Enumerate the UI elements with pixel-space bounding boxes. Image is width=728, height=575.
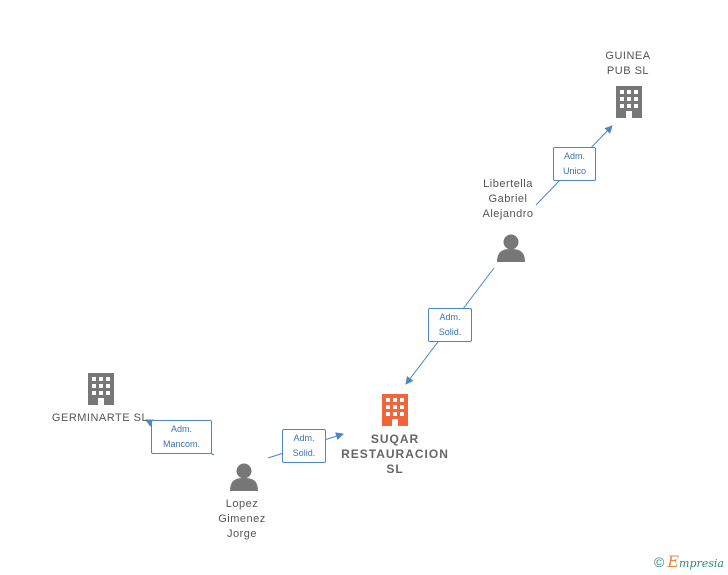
company-label-suqar[interactable]: SUQAR RESTAURACION SL <box>335 432 455 477</box>
relation-line: Mancom. <box>162 439 200 449</box>
label-line: Lopez <box>225 498 259 510</box>
company-label-guinea[interactable]: GUINEA PUB SL <box>588 49 668 79</box>
relation-line: Solid. <box>438 327 462 337</box>
label-line: GERMINARTE SL <box>51 412 149 424</box>
relation-label-adm-mancom[interactable]: Adm. Mancom. <box>151 420 212 454</box>
label-line: Jorge <box>226 528 258 540</box>
relation-line: Adm. <box>563 151 585 161</box>
person-icon[interactable] <box>497 234 525 263</box>
building-icon[interactable] <box>616 86 642 118</box>
building-icon[interactable] <box>88 373 114 405</box>
relation-label-adm-unico[interactable]: Adm. Unico <box>553 147 596 181</box>
label-line: RESTAURACION <box>341 447 449 461</box>
label-line: GUINEA <box>605 50 651 62</box>
label-line: Libertella <box>483 178 533 190</box>
copyright-icon: © <box>654 554 665 570</box>
person-label-libertella[interactable]: Libertella Gabriel Alejandro <box>468 177 548 222</box>
brand-footer[interactable]: ©Empresia <box>654 552 724 571</box>
label-line: Gimenez <box>218 513 266 525</box>
person-label-lopez[interactable]: Lopez Gimenez Jorge <box>202 497 282 542</box>
label-line: SL <box>386 462 404 476</box>
relation-line: Unico <box>562 166 586 176</box>
building-icon[interactable] <box>382 394 408 426</box>
brand-logo-text: mpresia <box>679 557 724 570</box>
label-line: PUB SL <box>606 65 650 77</box>
brand-logo-initial: E <box>667 552 680 571</box>
relation-label-adm-solid[interactable]: Adm. Solid. <box>282 429 326 463</box>
label-line: Alejandro <box>482 208 534 220</box>
person-icon[interactable] <box>230 463 258 492</box>
relation-line: Adm. <box>293 433 315 443</box>
company-label-germinarte[interactable]: GERMINARTE SL <box>44 411 156 426</box>
relation-label-adm-solid[interactable]: Adm. Solid. <box>428 308 472 342</box>
label-line: Gabriel <box>488 193 528 205</box>
relation-line: Solid. <box>292 448 316 458</box>
relation-line: Adm. <box>439 312 461 322</box>
label-line: SUQAR <box>370 432 420 446</box>
relation-line: Adm. <box>170 424 192 434</box>
